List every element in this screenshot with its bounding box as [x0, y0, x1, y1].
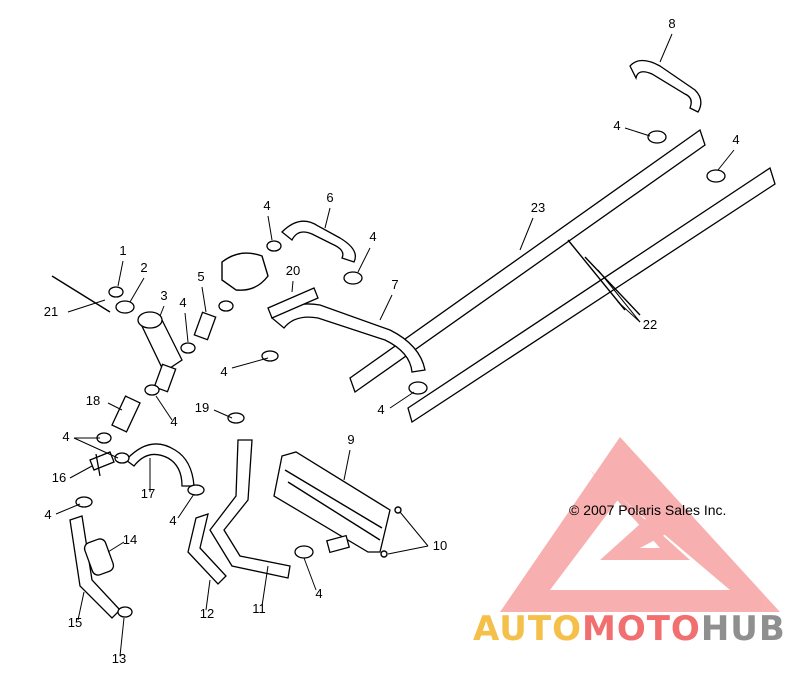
callout-4-12: 4	[179, 295, 186, 310]
copyright-text: © 2007 Polaris Sales Inc.	[569, 502, 726, 518]
hose-6	[281, 220, 357, 263]
callout-4-20: 4	[170, 414, 177, 429]
cap-2	[115, 300, 135, 314]
hose-17	[125, 443, 195, 487]
dipstick-21	[51, 275, 111, 313]
callout-4-17: 4	[377, 402, 384, 417]
svg-text:AUTOMOTOHUB: AUTOMOTOHUB	[473, 609, 786, 649]
callout-4-16: 4	[220, 364, 227, 379]
thermostat-housing	[221, 252, 269, 291]
hose-18	[111, 395, 141, 433]
fitting-5	[193, 311, 217, 341]
bleed-screw-10a	[394, 506, 402, 514]
callout-20-9: 20	[286, 263, 300, 278]
sleeve-14	[83, 538, 115, 576]
callout-12-31: 12	[200, 606, 214, 621]
callout-16-23: 16	[52, 470, 66, 485]
watermark-part-auto: AUTO	[473, 609, 582, 649]
gasket-1	[108, 286, 124, 298]
leader-lines	[55, 33, 735, 657]
hose-12	[187, 513, 227, 585]
callout-5-10: 5	[197, 269, 204, 284]
callout-4-1: 4	[613, 118, 620, 133]
callout-8-0: 8	[668, 16, 675, 31]
callout-13-33: 13	[112, 651, 126, 666]
callout-4-5: 4	[263, 198, 270, 213]
callout-15-32: 15	[68, 615, 82, 630]
bleed-screw-10b	[380, 550, 388, 558]
hose-clamps-4	[75, 130, 726, 559]
hose-11	[209, 439, 291, 579]
watermark-part-hub: HUB	[701, 609, 786, 649]
callout-4-21: 4	[62, 429, 69, 444]
watermark-part-moto: MOTO	[582, 609, 701, 649]
callout-14-28: 14	[123, 532, 137, 547]
callout-10-27: 10	[433, 538, 447, 553]
callout-18-18: 18	[86, 393, 100, 408]
callout-7-13: 7	[391, 277, 398, 292]
callout-4-25: 4	[169, 513, 176, 528]
callout-6-4: 6	[326, 190, 333, 205]
callout-22-15: 22	[643, 317, 657, 332]
callout-1-7: 1	[119, 243, 126, 258]
callout-4-6: 4	[369, 229, 376, 244]
watermark-wordmark: AUTOMOTOHUB	[473, 609, 786, 649]
callout-23-3: 23	[531, 200, 545, 215]
callout-4-26: 4	[44, 507, 51, 522]
callout-11-30: 11	[252, 601, 266, 616]
cooler-rails-22	[349, 128, 776, 424]
watermark-triangle	[500, 437, 780, 612]
tee-16	[89, 451, 115, 477]
clamp-13	[117, 606, 133, 618]
hose-7	[271, 303, 426, 373]
expansion-tank-3	[137, 311, 183, 393]
callout-19-19: 19	[195, 400, 209, 415]
watermark-inner-mark	[590, 470, 690, 560]
hose-8	[629, 59, 702, 113]
watermark-logo	[500, 437, 780, 612]
callout-2-8: 2	[140, 260, 147, 275]
callout-9-22: 9	[347, 432, 354, 447]
callout-4-2: 4	[732, 132, 739, 147]
callout-4-29: 4	[315, 586, 322, 601]
callout-3-11: 3	[160, 288, 167, 303]
callout-17-24: 17	[141, 486, 155, 501]
callout-21-14: 21	[44, 304, 58, 319]
heat-exchanger-9	[273, 451, 391, 554]
hose-20	[267, 287, 319, 319]
